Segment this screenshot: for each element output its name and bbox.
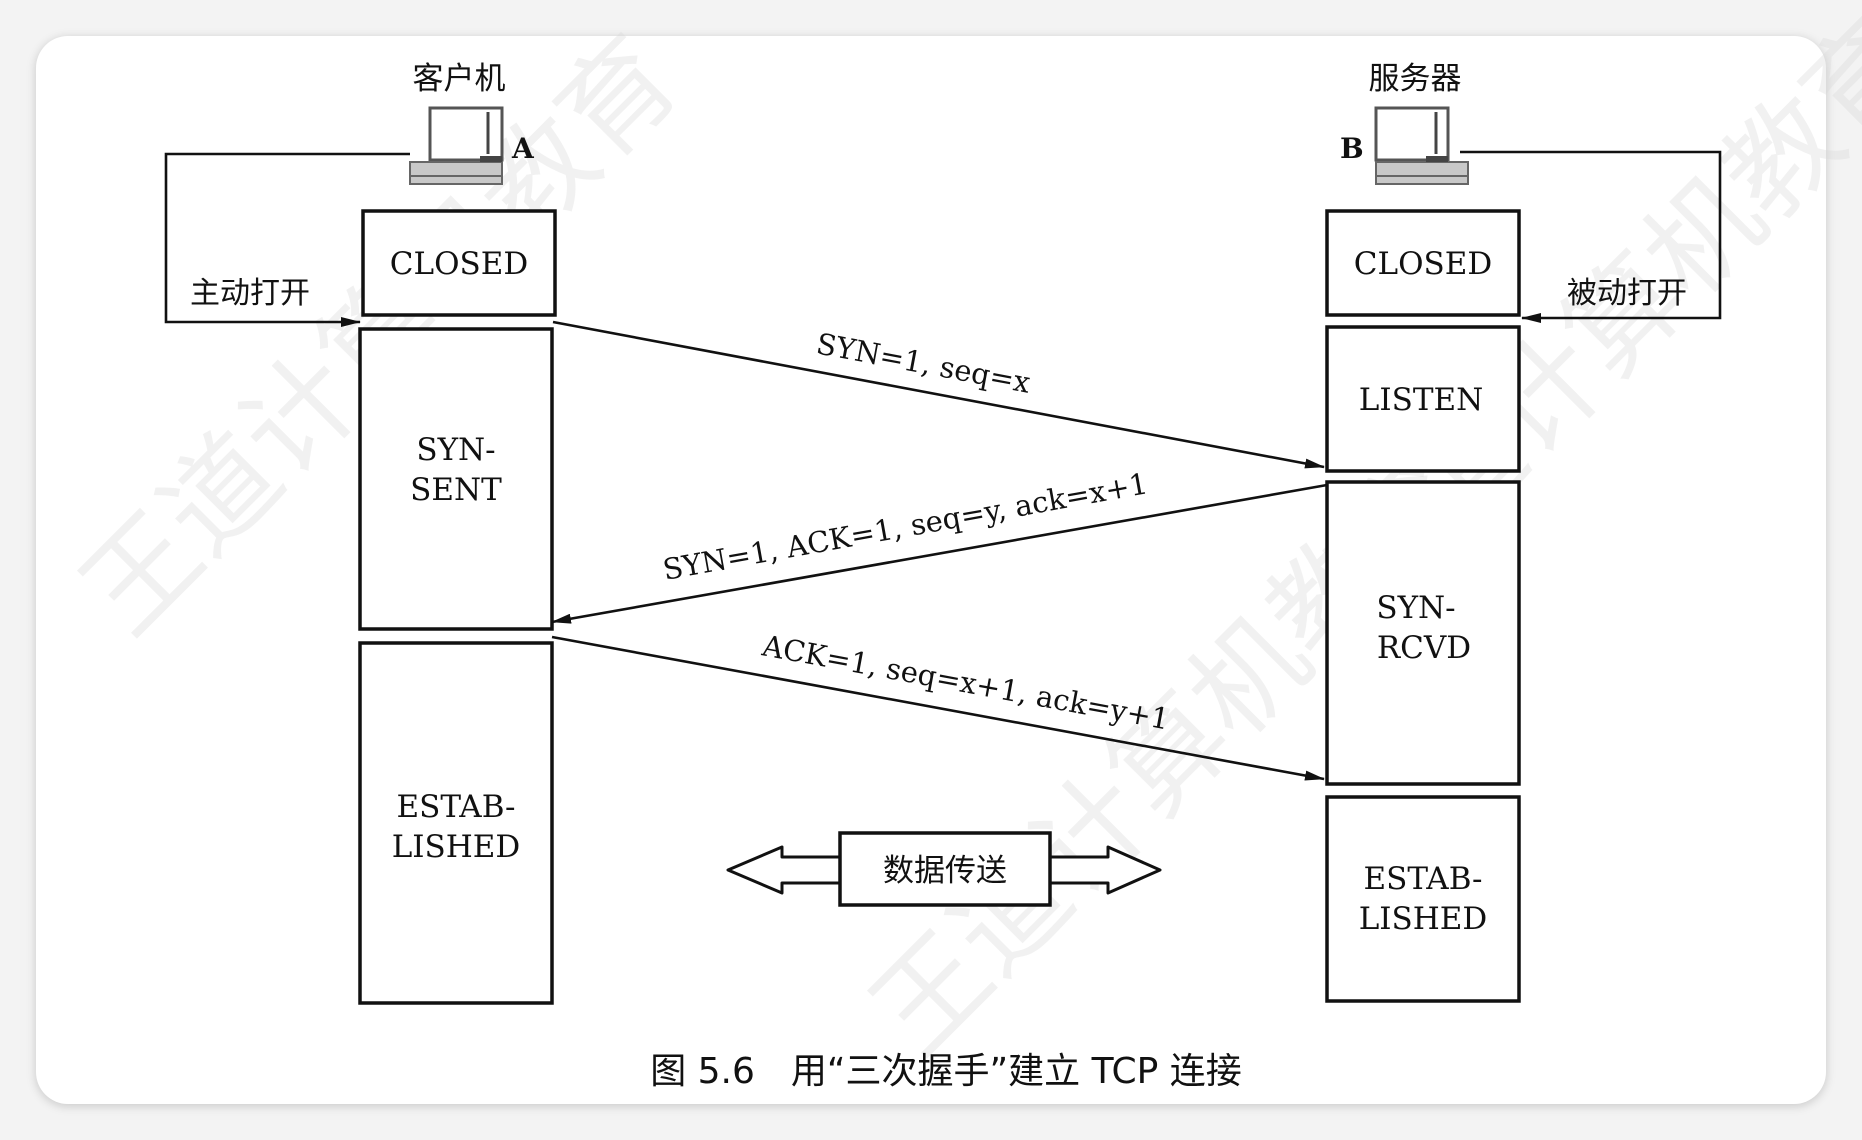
state-label: LISHED: [1359, 901, 1488, 937]
client-state-closed: CLOSED: [361, 209, 557, 317]
client-title: 客户机: [413, 61, 506, 97]
syn-message-arrow: [552, 320, 1325, 469]
syn-ack-message-arrow: [551, 483, 1328, 624]
state-label: SYN-: [416, 432, 495, 468]
diagram-card: [36, 36, 1826, 1104]
data-transfer-arrow: 数据传送: [726, 831, 1162, 907]
state-label: LISTEN: [1359, 382, 1484, 418]
active-open-arrow: [164, 152, 410, 327]
syn-ack-message-label: SYN=1, ACK=1, seq=y, ack=x+1: [660, 466, 1150, 587]
state-label: CLOSED: [390, 246, 528, 282]
active-open-label: 主动打开: [190, 276, 310, 311]
server-title: 服务器: [1369, 61, 1462, 97]
server-state-listen: LISTEN: [1325, 325, 1521, 473]
client-host-label: A: [511, 132, 535, 165]
server-state-syn-rcvd: SYN- RCVD: [1325, 480, 1521, 786]
state-label: RCVD: [1377, 630, 1471, 666]
syn-message-label: SYN=1, seq=x: [814, 326, 1033, 399]
client-state-established: ESTAB- LISHED: [358, 641, 554, 1005]
client-computer-icon: [409, 106, 504, 185]
state-label: SYN-: [1376, 590, 1455, 626]
figure-caption: 图 5.6 用“三次握手”建立 TCP 连接: [650, 1051, 1242, 1092]
ack-message-label: ACK=1, seq=x+1, ack=y+1: [759, 628, 1172, 736]
state-label: SENT: [410, 472, 502, 508]
client-state-syn-sent: SYN- SENT: [358, 327, 554, 631]
passive-open-arrow: [1460, 150, 1722, 323]
state-label: ESTAB-: [396, 789, 515, 825]
right-hollow-arrow: [1046, 845, 1162, 895]
data-transfer-box: [838, 831, 1052, 907]
passive-open-label: 被动打开: [1567, 276, 1687, 311]
state-label: ESTAB-: [1363, 861, 1482, 897]
state-label: CLOSED: [1354, 246, 1492, 282]
server-computer-icon: [1374, 106, 1469, 185]
left-hollow-arrow: [726, 845, 844, 895]
state-label: LISHED: [392, 829, 521, 865]
server-state-established: ESTAB- LISHED: [1325, 795, 1521, 1003]
watermark: 王道计算机教育 王道计算机教育 王道计算机教育: [57, 0, 1862, 1079]
data-transfer-label: 数据传送: [883, 853, 1007, 889]
server-host-label: B: [1340, 132, 1364, 165]
server-state-closed: CLOSED: [1325, 209, 1521, 317]
ack-message-arrow: [551, 635, 1325, 781]
